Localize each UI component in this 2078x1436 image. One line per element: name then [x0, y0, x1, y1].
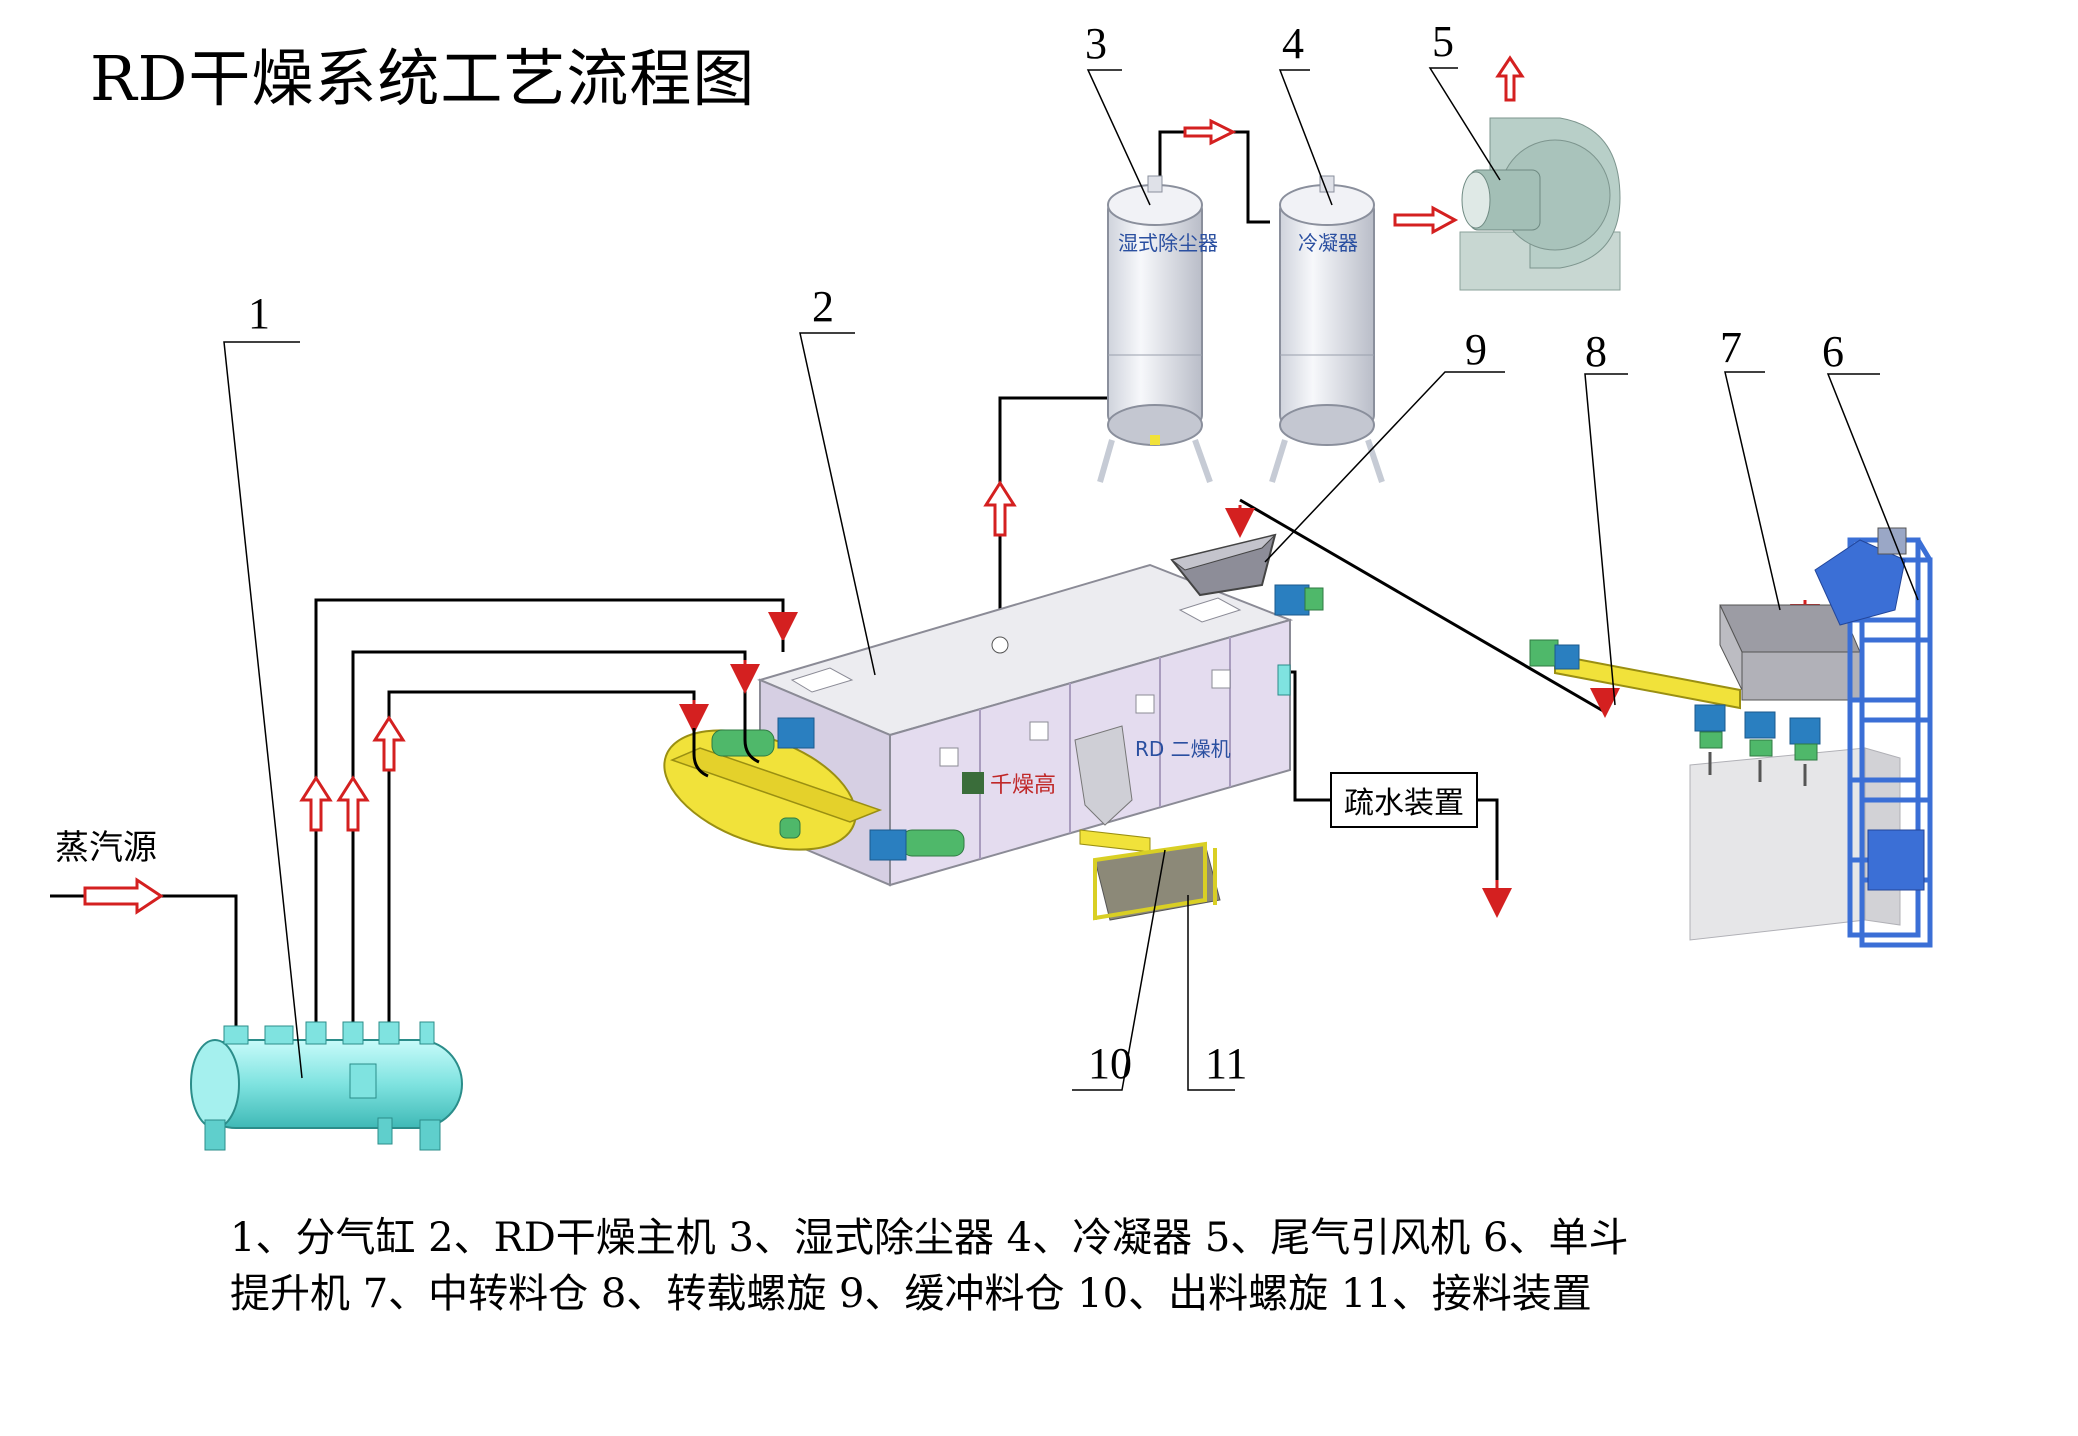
drain-device-box: 疏水装置 — [1330, 772, 1478, 828]
machine-brand-text: 千燥高 — [990, 773, 1056, 798]
callout-6: 6 — [1822, 327, 1844, 376]
callout-11: 11 — [1205, 1039, 1248, 1088]
legend-line-1: 1、分气缸 2、RD干燥主机 3、湿式除尘器 4、冷凝器 5、尾气引风机 6、单… — [230, 1215, 1629, 1261]
steam-distributor — [190, 1021, 463, 1151]
arrow-steam-in — [83, 877, 164, 915]
condenser: 冷凝器 — [1269, 175, 1385, 483]
arrow-to-condenser — [1183, 118, 1237, 146]
condenser-text: 冷凝器 — [1298, 231, 1358, 255]
machine-model-text: RD 二燥机 — [1135, 737, 1231, 761]
elevator-head — [1814, 527, 1925, 891]
callout-8: 8 — [1585, 327, 1607, 376]
steam-source-label: 蒸汽源 — [55, 828, 157, 868]
page-title: RD干燥系统工艺流程图 — [90, 42, 756, 115]
intermediate-bin — [1689, 604, 1901, 941]
arrow-to-fan — [1393, 205, 1459, 235]
callout-3: 3 — [1085, 19, 1107, 68]
receiving-bin — [1093, 841, 1221, 921]
callout-5: 5 — [1432, 17, 1454, 66]
transfer-screw — [1529, 639, 1741, 710]
exhaust-fan — [1459, 117, 1621, 291]
callout-4: 4 — [1282, 19, 1304, 68]
arrow-fan-out — [1495, 55, 1525, 102]
legend-line-2: 提升机 7、中转料仓 8、转载螺旋 9、缓冲料仓 10、出料螺旋 11、接料装置 — [230, 1271, 1592, 1317]
scrubber-text: 湿式除尘器 — [1118, 231, 1218, 255]
callout-9: 9 — [1465, 325, 1487, 374]
arrow-up-2 — [336, 775, 370, 832]
buffer-hopper — [1170, 533, 1324, 616]
callout-7: 7 — [1720, 323, 1742, 372]
arrow-up-1 — [299, 775, 333, 832]
wet-scrubber: 湿式除尘器 — [1097, 175, 1218, 484]
arrow-up-exhaust — [983, 480, 1017, 537]
leader-lines — [223, 67, 1919, 1091]
dryer-main-machine: 千燥高 RD 二燥机 — [663, 563, 1294, 887]
arrow-up-3 — [372, 715, 406, 772]
callout-10: 10 — [1088, 1039, 1132, 1088]
legend: 1、分气缸 2、RD干燥主机 3、湿式除尘器 4、冷凝器 5、尾气引风机 6、单… — [230, 1210, 1628, 1322]
flow-arrows — [83, 55, 1525, 915]
callout-1: 1 — [248, 289, 270, 338]
callout-2: 2 — [812, 282, 834, 331]
